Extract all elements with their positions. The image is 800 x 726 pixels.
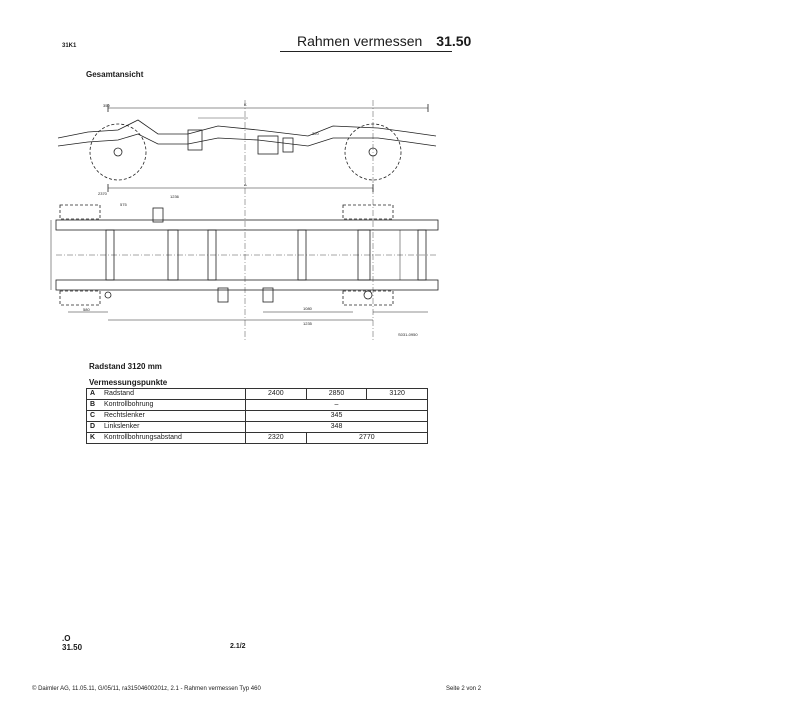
table-row: B Kontrollbohrung – [86,399,428,411]
drawing-code: S031-0950 [398,332,418,337]
row-label: Linkslenker [101,421,246,433]
value-cell: 2850 [305,388,368,400]
row-label: Rechtslenker [101,410,246,422]
measurement-points-title: Vermessungspunkte [89,378,168,387]
dim-2370: 2370 [98,191,108,196]
dim-575: 575 [120,202,127,207]
document-code: 31K1 [62,43,77,49]
dim-1080: 1080 [303,306,313,311]
row-key: K [86,432,101,444]
table-row: C Rechtslenker 345 [86,410,428,422]
footer-copyright: © Daimler AG, 11.05.11, G/05/11, ra31504… [32,686,261,692]
section-title: Gesamtansicht [86,70,144,79]
row-key: C [86,410,101,422]
value-cell: 345 [245,410,428,422]
header-title: Rahmen vermessen [297,33,423,49]
table-row: K Kontrollbohrungsabstand 2320 2770 [86,432,429,444]
row-label: Kontrollbohrungsabstand [101,432,246,444]
wheelbase-title: Radstand 3120 mm [89,362,162,371]
header-number: 31.50 [436,33,472,49]
table-row: A Radstand 2400 2850 3120 [86,388,428,400]
page-code-line2: 31.50 [62,643,83,652]
value-cell: 3120 [366,388,428,400]
dim-580: 580 [83,307,90,312]
dim-350: 350 [103,103,110,108]
value-cell: 348 [245,421,428,433]
frame-drawing: K A 350 2370 1236 575 320 580 1080 1235 … [50,100,439,340]
header-rule [280,51,452,52]
page-code: .O 31.50 [62,634,82,652]
page-number: 2.1/2 [230,643,246,650]
value-cell: 2320 [245,432,307,444]
footer-page-count: Seite 2 von 2 [446,686,482,692]
measurement-table: A Radstand 2400 2850 3120 B Kontrollbohr… [86,388,429,444]
value-cell: 2770 [305,432,429,444]
dim-1236: 1236 [170,194,180,199]
value-cell: – [245,399,428,411]
row-key: B [86,399,101,411]
row-label: Radstand [101,388,246,400]
value-cell: 2400 [245,388,307,400]
dim-320: 320 [312,131,319,136]
row-label: Kontrollbohrung [101,399,246,411]
row-key: D [86,421,101,433]
dim-1235: 1235 [303,321,313,326]
row-key: A [86,388,101,400]
page-header: Rahmen vermessen 31.50 [297,33,471,49]
page-code-line1: .O [62,634,71,643]
dim-k-label: K [244,102,247,107]
dim-a-label: A [244,182,247,187]
table-row: D Linkslenker 348 [86,421,428,433]
